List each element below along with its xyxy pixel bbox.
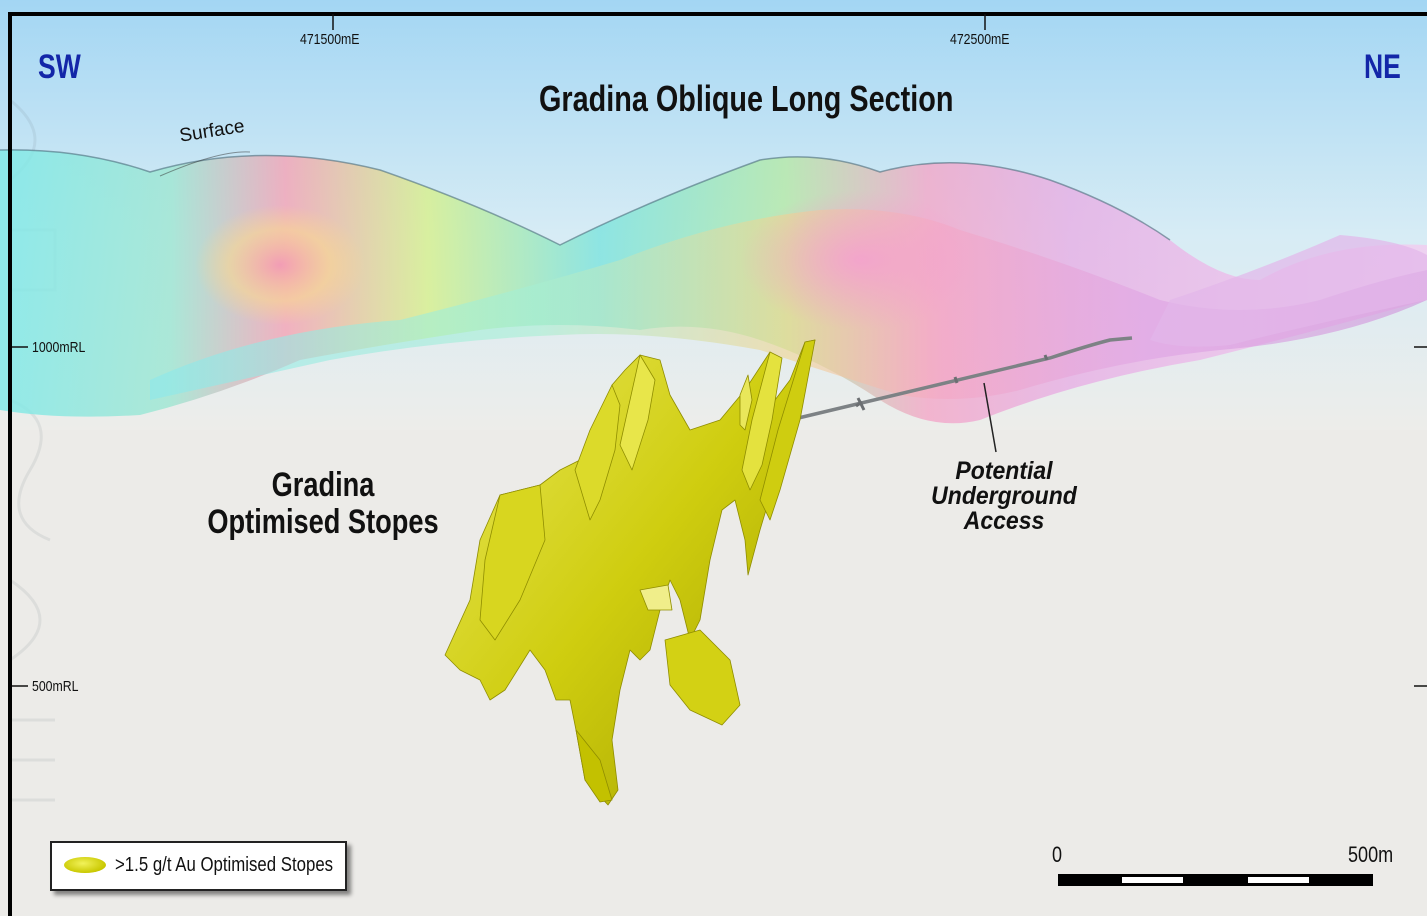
legend-swatch: [64, 857, 106, 873]
surface-layers: [0, 149, 1427, 424]
scale-bar-segment: [1122, 877, 1183, 883]
access-label-line3: Access: [963, 507, 1045, 535]
section-title: Gradina Oblique Long Section: [539, 78, 954, 119]
direction-sw: SW: [38, 48, 81, 86]
legend-label: >1.5 g/t Au Optimised Stopes: [115, 854, 334, 876]
easting-tick-label: 471500mE: [300, 31, 360, 48]
underground-access-path: [789, 336, 1133, 453]
scale-end-label: 500m: [1348, 842, 1394, 867]
surface-line: [0, 149, 1171, 246]
scale-bar: [1058, 874, 1373, 886]
legend: >1.5 g/t Au Optimised Stopes: [50, 841, 347, 891]
stopes-label-line2: Optimised Stopes: [207, 503, 439, 541]
access-label-line1: Potential: [955, 457, 1053, 485]
easting-tick-label: 472500mE: [950, 31, 1010, 48]
stopes-label-line1: Gradina: [271, 466, 375, 504]
watermark: [9, 98, 57, 802]
scale-bar-segment: [1248, 877, 1309, 883]
access-label-line2: Underground: [931, 482, 1077, 510]
rl-tick-label: 1000mRL: [32, 339, 86, 356]
optimised-stopes: [444, 339, 816, 806]
frame-border: [8, 12, 1427, 916]
axis-ticks: [12, 14, 1427, 687]
direction-ne: NE: [1364, 48, 1401, 86]
scale-start-label: 0: [1052, 842, 1063, 867]
rl-tick-label: 500mRL: [32, 678, 79, 695]
access-leader-line: [983, 382, 997, 453]
